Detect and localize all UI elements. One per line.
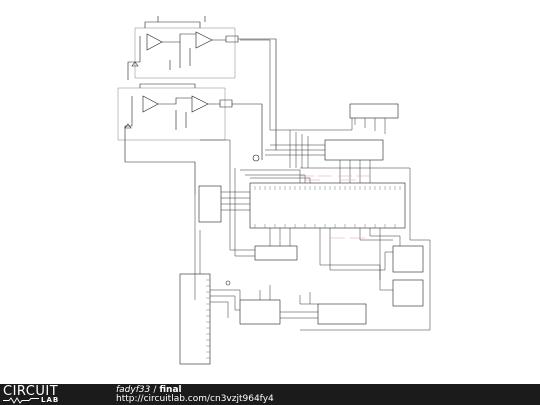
- stepper-motor-left-block: [254, 245, 298, 261]
- arduino-mega-block: [249, 182, 406, 229]
- upper-opamp-stage: [127, 16, 277, 150]
- l298n-motor-driver-top: [324, 139, 384, 161]
- circuitlab-logo[interactable]: CIRCUIT LAB: [3, 385, 93, 404]
- accelerometer-block: [198, 185, 222, 223]
- title-separator: /: [153, 385, 157, 395]
- lcd-display-block-upper: [392, 245, 424, 273]
- author-link[interactable]: fadyf33: [116, 385, 151, 395]
- stepper-motor-right-block: [349, 103, 399, 119]
- push-button-module-block: [239, 299, 281, 325]
- pin-headers: [206, 186, 401, 359]
- footer-bar: CIRCUIT LAB fadyf33/final http://circuit…: [0, 384, 540, 405]
- logo-wordmark-bottom: LAB: [41, 396, 60, 404]
- project-name[interactable]: final: [159, 385, 182, 395]
- l298n-motor-driver-bottom: [317, 303, 367, 325]
- switch-symbol: [225, 280, 231, 286]
- logo-wordmark-top: CIRCUIT: [3, 384, 59, 399]
- logo-wave-icon: [3, 397, 39, 404]
- lower-opamp-stage: [117, 83, 263, 195]
- project-title-line: fadyf33/final: [116, 385, 182, 395]
- schematic-canvas[interactable]: [0, 0, 540, 384]
- project-url[interactable]: http://circuitlab.com/cn3vzjt964fy4: [116, 394, 274, 404]
- lcd-display-block-lower: [392, 279, 424, 307]
- schematic-drawing: [117, 16, 431, 365]
- potentiometer-symbol: [252, 154, 260, 162]
- highlight-traces: [300, 175, 370, 239]
- wiring-bundle: [194, 39, 431, 331]
